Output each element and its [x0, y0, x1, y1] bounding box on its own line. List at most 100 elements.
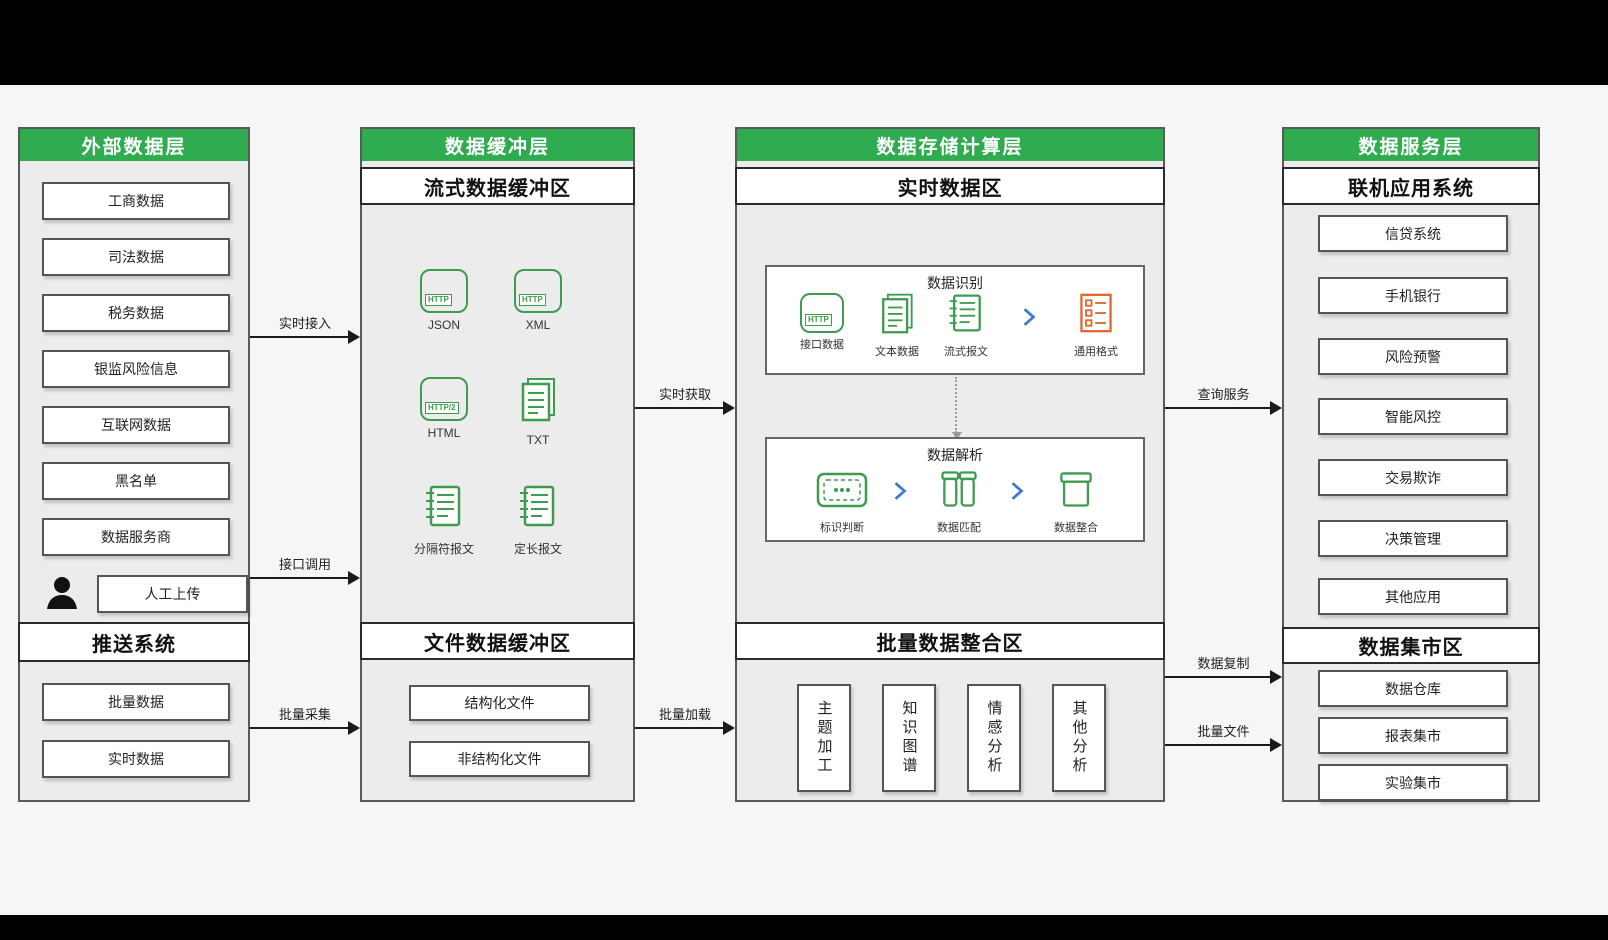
arrow-line — [1165, 676, 1273, 678]
stream-buffer-band: 流式数据缓冲区 — [360, 167, 635, 205]
online-app-box: 智能风控 — [1318, 398, 1508, 435]
icon-label: 数据匹配 — [937, 522, 981, 534]
delimiter-message-icon — [389, 482, 499, 535]
icon-label: TXT — [526, 433, 550, 447]
arrow-realtime-access: 实时接入 — [250, 311, 360, 345]
arrow-head-icon — [1270, 738, 1282, 752]
online-app-box: 其他应用 — [1318, 578, 1508, 615]
arrow-line — [635, 727, 726, 729]
stream-format-fixed: 定长报文 — [483, 482, 593, 557]
panel-storage-compute-layer: 数据存储计算层 实时数据区 数据识别 HTTP 接口数据 — [735, 127, 1165, 802]
arrow-query-service: 查询服务 — [1165, 382, 1282, 416]
text-data-icon — [862, 291, 932, 340]
dotted-arrow-head — [952, 432, 962, 440]
online-app-box: 风险预警 — [1318, 338, 1508, 375]
online-app-box: 手机银行 — [1318, 277, 1508, 314]
json-file-icon: HTTP — [420, 269, 468, 313]
external-source-box: 黑名单 — [42, 462, 230, 500]
batch-process-box: 情感分析 — [967, 684, 1021, 792]
data-match-icon — [924, 467, 994, 516]
external-source-box: 工商数据 — [42, 182, 230, 220]
icon-label: JSON — [427, 318, 460, 332]
batch-process-box: 其他分析 — [1052, 684, 1106, 792]
dotted-down-arrow — [952, 377, 962, 440]
panel-data-service-layer: 数据服务层 联机应用系统 信贷系统 手机银行 风险预警 智能风控 交易欺诈 决策… — [1282, 127, 1540, 802]
panel-data-buffer-layer: 数据缓冲层 流式数据缓冲区 HTTP JSON HTTP XML HTTP/2 — [360, 127, 635, 802]
fixed-length-message-icon — [483, 482, 593, 535]
file-buffer-box: 非结构化文件 — [409, 741, 590, 777]
external-source-box: 银监风险信息 — [42, 350, 230, 388]
external-source-box: 税务数据 — [42, 294, 230, 332]
icon-label: HTML — [427, 426, 461, 440]
interface-data-icon: HTTP — [800, 293, 844, 333]
service-layer-header: 数据服务层 — [1284, 129, 1538, 161]
file-buffer-box: 结构化文件 — [409, 685, 590, 721]
push-data-box: 实时数据 — [42, 740, 230, 778]
parsing-data-match: 数据匹配 — [924, 467, 994, 535]
arrow-batch-collect: 批量采集 — [250, 702, 360, 736]
arrow-head-icon — [348, 571, 360, 585]
manual-upload-box: 人工上传 — [97, 575, 248, 613]
chevron-right-icon — [1022, 307, 1036, 332]
panel-external-data-layer: 外部数据层 工商数据 司法数据 税务数据 银监风险信息 互联网数据 黑名单 数据… — [18, 127, 250, 802]
online-app-box: 交易欺诈 — [1318, 459, 1508, 496]
batch-integration-band: 批量数据整合区 — [735, 622, 1165, 660]
arrow-line — [250, 577, 351, 579]
data-parsing-box: 数据解析 标识判断 — [765, 437, 1145, 542]
arrow-line — [635, 407, 726, 409]
person-icon — [45, 575, 81, 613]
arrow-label: 实时获取 — [658, 387, 711, 402]
arrow-label: 批量加载 — [658, 707, 711, 722]
arrow-label: 实时接入 — [278, 316, 331, 331]
online-app-box: 信贷系统 — [1318, 215, 1508, 252]
data-mart-band: 数据集市区 — [1282, 627, 1540, 664]
arrow-head-icon — [348, 721, 360, 735]
parsing-id-check: 标识判断 — [807, 469, 877, 535]
chevron-right-icon — [1010, 481, 1024, 506]
arrow-head-icon — [348, 330, 360, 344]
icon-label: 定长报文 — [513, 542, 562, 556]
data-merge-icon — [1041, 467, 1111, 516]
xml-file-icon: HTTP — [514, 269, 562, 313]
file-buffer-band: 文件数据缓冲区 — [360, 622, 635, 660]
arrow-interface-call: 接口调用 — [250, 552, 360, 586]
arrow-label: 接口调用 — [278, 557, 331, 572]
http-badge: HTTP — [425, 294, 452, 306]
diagram-canvas: 外部数据层 工商数据 司法数据 税务数据 银监风险信息 互联网数据 黑名单 数据… — [0, 85, 1608, 915]
arrow-head-icon — [1270, 401, 1282, 415]
parsing-data-merge: 数据整合 — [1041, 467, 1111, 535]
push-data-box: 批量数据 — [42, 683, 230, 721]
chevron-right-icon — [893, 481, 907, 506]
icon-label: 通用格式 — [1074, 346, 1118, 358]
icon-label: 文本数据 — [875, 346, 919, 358]
stream-format-json: HTTP JSON — [399, 269, 489, 332]
external-source-box: 互联网数据 — [42, 406, 230, 444]
arrow-line — [250, 336, 351, 338]
data-recognition-box: 数据识别 HTTP 接口数据 — [765, 265, 1145, 375]
arrow-line — [1165, 744, 1273, 746]
arrow-label: 批量采集 — [278, 707, 331, 722]
recognition-interface-data: HTTP 接口数据 — [787, 293, 857, 352]
icon-label: 数据整合 — [1054, 522, 1098, 534]
txt-file-icon — [493, 375, 583, 428]
push-system-band: 推送系统 — [18, 622, 250, 662]
arrow-head-icon — [1270, 670, 1282, 684]
online-app-box: 决策管理 — [1318, 520, 1508, 557]
arrow-head-icon — [723, 721, 735, 735]
icon-label: XML — [525, 318, 551, 332]
arrow-label: 查询服务 — [1197, 387, 1250, 402]
online-apps-band: 联机应用系统 — [1282, 167, 1540, 205]
recognition-stream-message: 流式报文 — [931, 291, 1001, 359]
storage-layer-header: 数据存储计算层 — [737, 129, 1163, 161]
external-source-box: 数据服务商 — [42, 518, 230, 556]
http-badge: HTTP — [805, 314, 832, 326]
data-mart-box: 实验集市 — [1318, 764, 1508, 801]
http-badge: HTTP/2 — [425, 402, 459, 414]
external-source-box: 司法数据 — [42, 238, 230, 276]
data-recognition-title: 数据识别 — [927, 275, 983, 291]
stream-message-icon — [931, 291, 1001, 340]
arrow-batch-load: 批量加载 — [635, 702, 735, 736]
buffer-layer-header: 数据缓冲层 — [362, 129, 633, 161]
html-file-icon: HTTP/2 — [420, 377, 468, 421]
icon-label: 标识判断 — [820, 522, 864, 534]
